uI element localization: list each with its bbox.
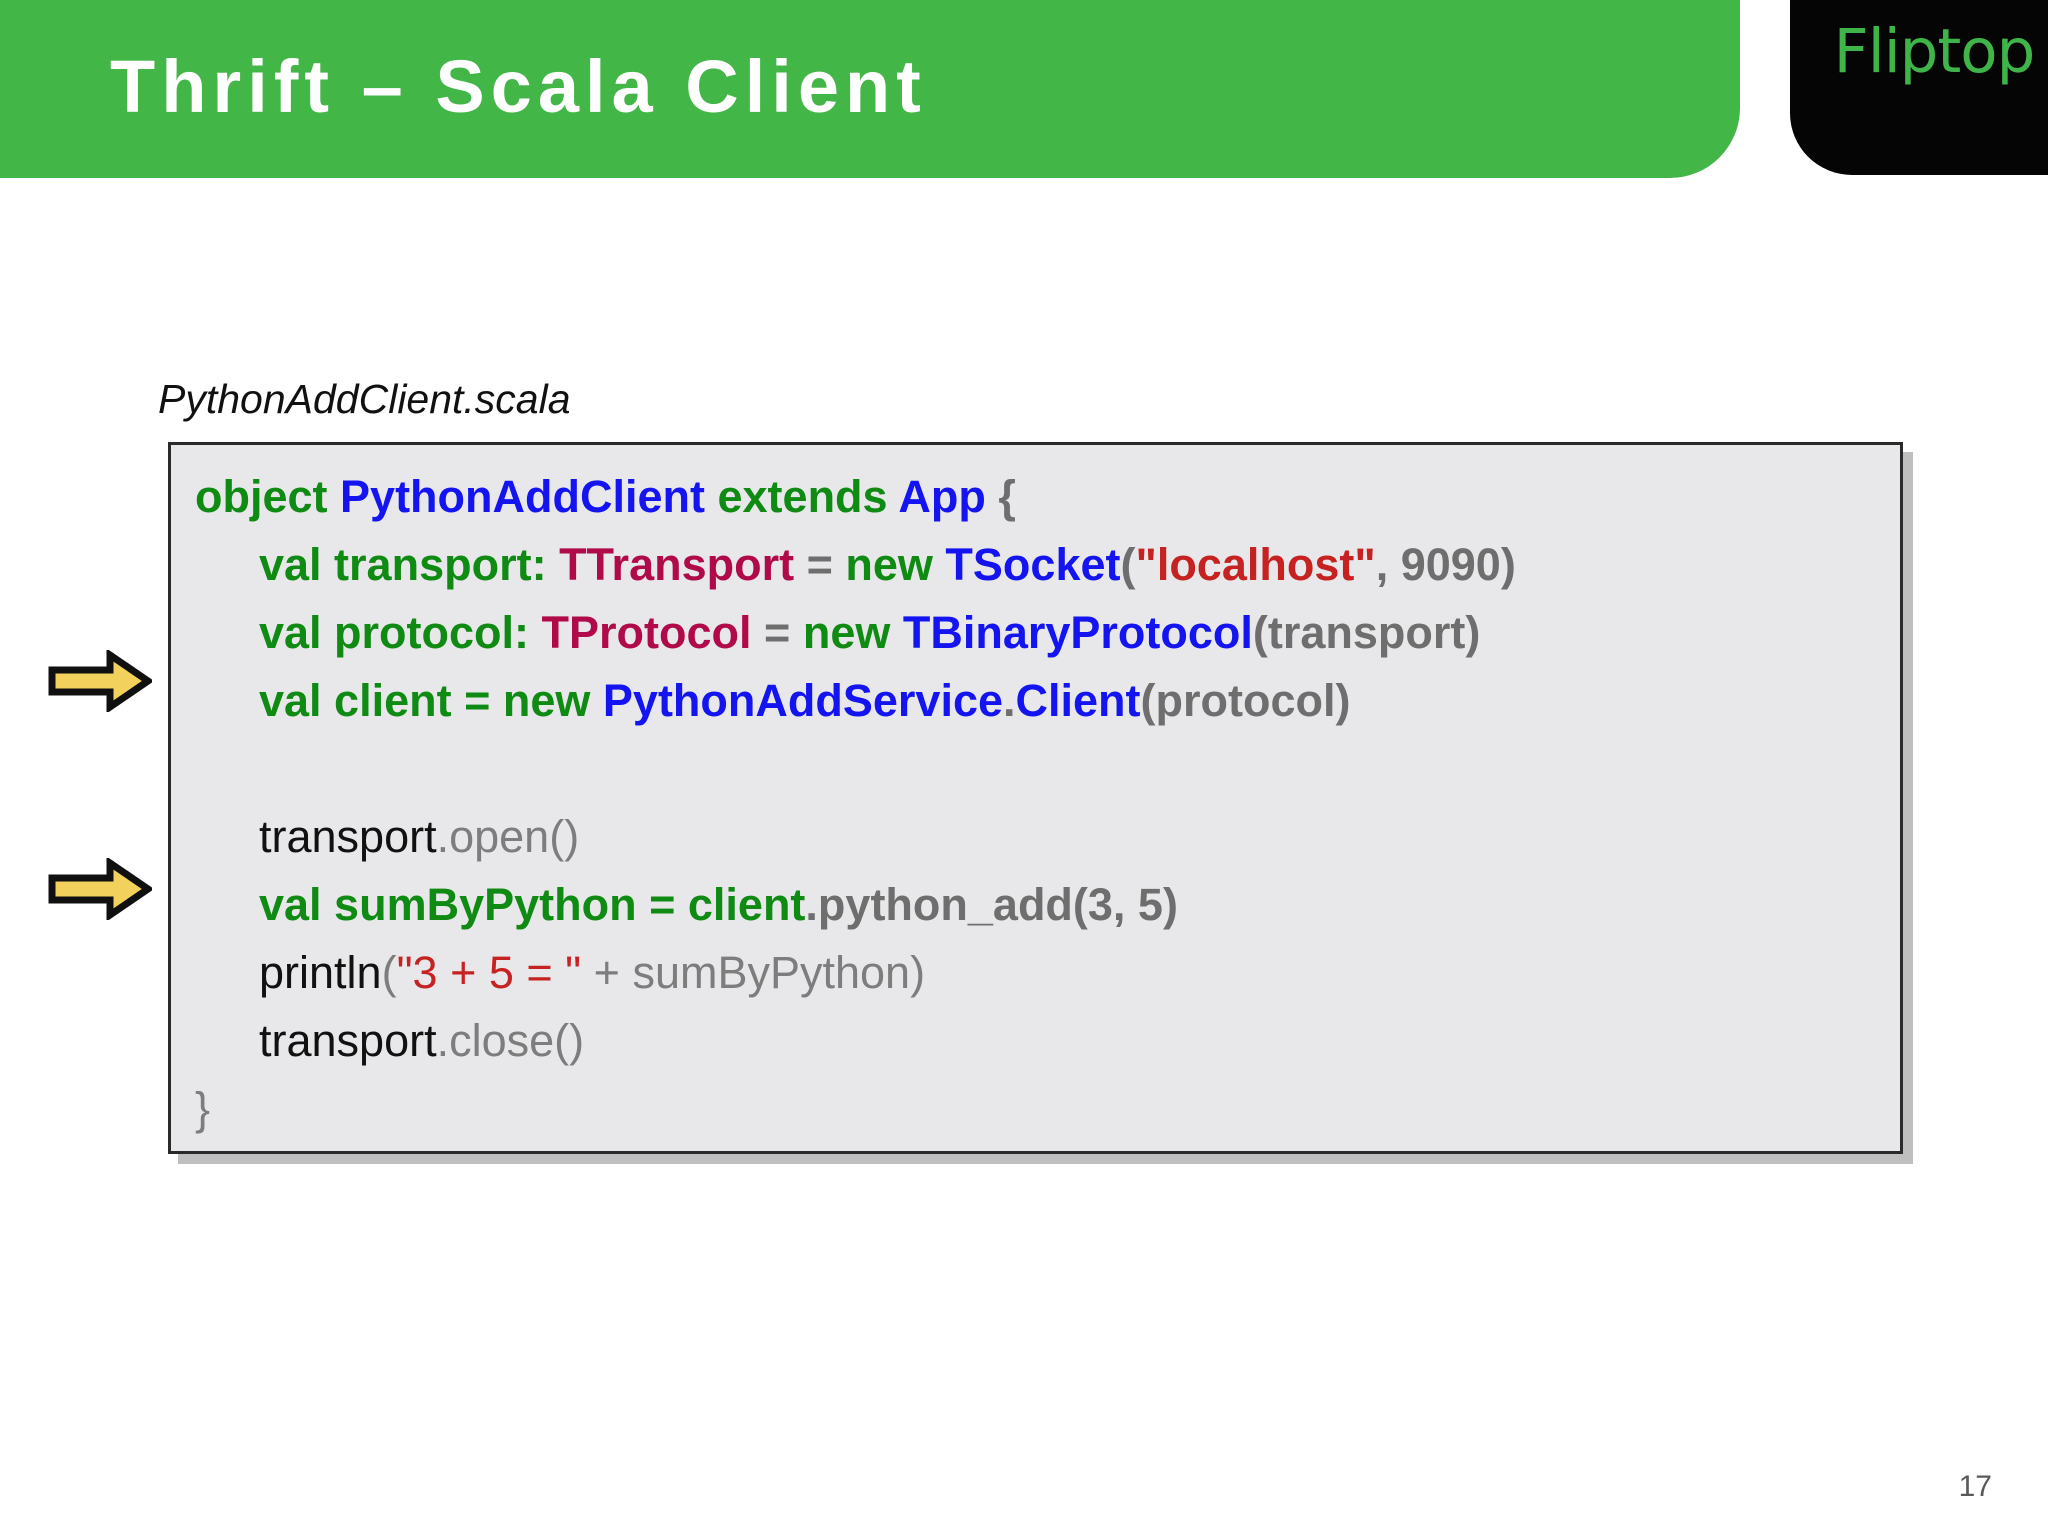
- brand-logo-tile: Fliptop: [1790, 0, 2048, 175]
- line-println: println("3 + 5 = " + sumByPython): [195, 939, 1876, 1007]
- line-close: transport.close(): [195, 1007, 1876, 1075]
- arrow-client-line-icon: [48, 650, 152, 712]
- line-sumbypython: val sumByPython = client.python_add(3, 5…: [195, 871, 1876, 939]
- code-token: .close(): [436, 1015, 585, 1066]
- brand-logo-text: Fliptop: [1833, 16, 2036, 87]
- line-protocol: val protocol: TProtocol = new TBinaryPro…: [195, 599, 1876, 667]
- code-token: TTransport: [559, 539, 795, 590]
- code-token: transport: [259, 1015, 437, 1066]
- line-closebrace: }: [195, 1075, 1876, 1143]
- code-token: "localhost": [1135, 539, 1376, 590]
- code-token: extends: [717, 471, 899, 522]
- code-token: =: [794, 539, 846, 590]
- line-blank: [195, 735, 1876, 803]
- code-token: TSocket: [945, 539, 1121, 590]
- line-client: val client = new PythonAddService.Client…: [195, 667, 1876, 735]
- code-indent: [195, 939, 259, 1007]
- code-token: PythonAddService: [602, 675, 1004, 726]
- code-token: (protocol): [1140, 675, 1351, 726]
- code-token: transport: [259, 811, 437, 862]
- code-indent: [195, 599, 259, 667]
- code-token: }: [195, 1083, 211, 1134]
- code-file-caption: PythonAddClient.scala: [158, 376, 571, 422]
- code-token: {: [985, 471, 1016, 522]
- code-token: new: [802, 607, 903, 658]
- code-token: val protocol:: [259, 607, 542, 658]
- code-token: , 9090): [1375, 539, 1516, 590]
- code-block: object PythonAddClient extends App { val…: [168, 442, 1903, 1154]
- page-number: 17: [1958, 1470, 1992, 1503]
- code-token: (transport): [1252, 607, 1481, 658]
- code-indent: [195, 1007, 259, 1075]
- line-open: transport.open(): [195, 803, 1876, 871]
- code-token: val transport:: [259, 539, 560, 590]
- arrow-sumbypython-line-icon: [48, 858, 152, 920]
- code-token: .: [1003, 675, 1016, 726]
- header-bar: [0, 0, 1740, 178]
- code-token: println: [259, 947, 382, 998]
- line-object: object PythonAddClient extends App {: [195, 463, 1876, 531]
- code-lines-container: object PythonAddClient extends App { val…: [195, 463, 1876, 1143]
- code-indent: [195, 871, 259, 939]
- page-title: Thrift – Scala Client: [110, 45, 927, 128]
- code-token: (: [381, 947, 397, 998]
- code-token: val client = new: [259, 675, 603, 726]
- code-token: .open(): [436, 811, 580, 862]
- code-indent: [195, 803, 259, 871]
- code-token: + sumByPython): [581, 947, 926, 998]
- code-token: App: [898, 471, 986, 522]
- code-indent: [195, 531, 259, 599]
- code-token: "3 + 5 = ": [396, 947, 582, 998]
- code-token: (: [1120, 539, 1136, 590]
- code-token: Client: [1015, 675, 1141, 726]
- code-token: .python_add(3, 5): [805, 879, 1178, 930]
- code-token: TBinaryProtocol: [902, 607, 1253, 658]
- code-token: object: [195, 471, 341, 522]
- code-token: val sumByPython = client: [259, 879, 806, 930]
- code-token: PythonAddClient: [340, 471, 718, 522]
- code-indent: [195, 667, 259, 735]
- code-token: new: [845, 539, 946, 590]
- line-transport: val transport: TTransport = new TSocket(…: [195, 531, 1876, 599]
- code-token: =: [751, 607, 803, 658]
- code-token: TProtocol: [541, 607, 752, 658]
